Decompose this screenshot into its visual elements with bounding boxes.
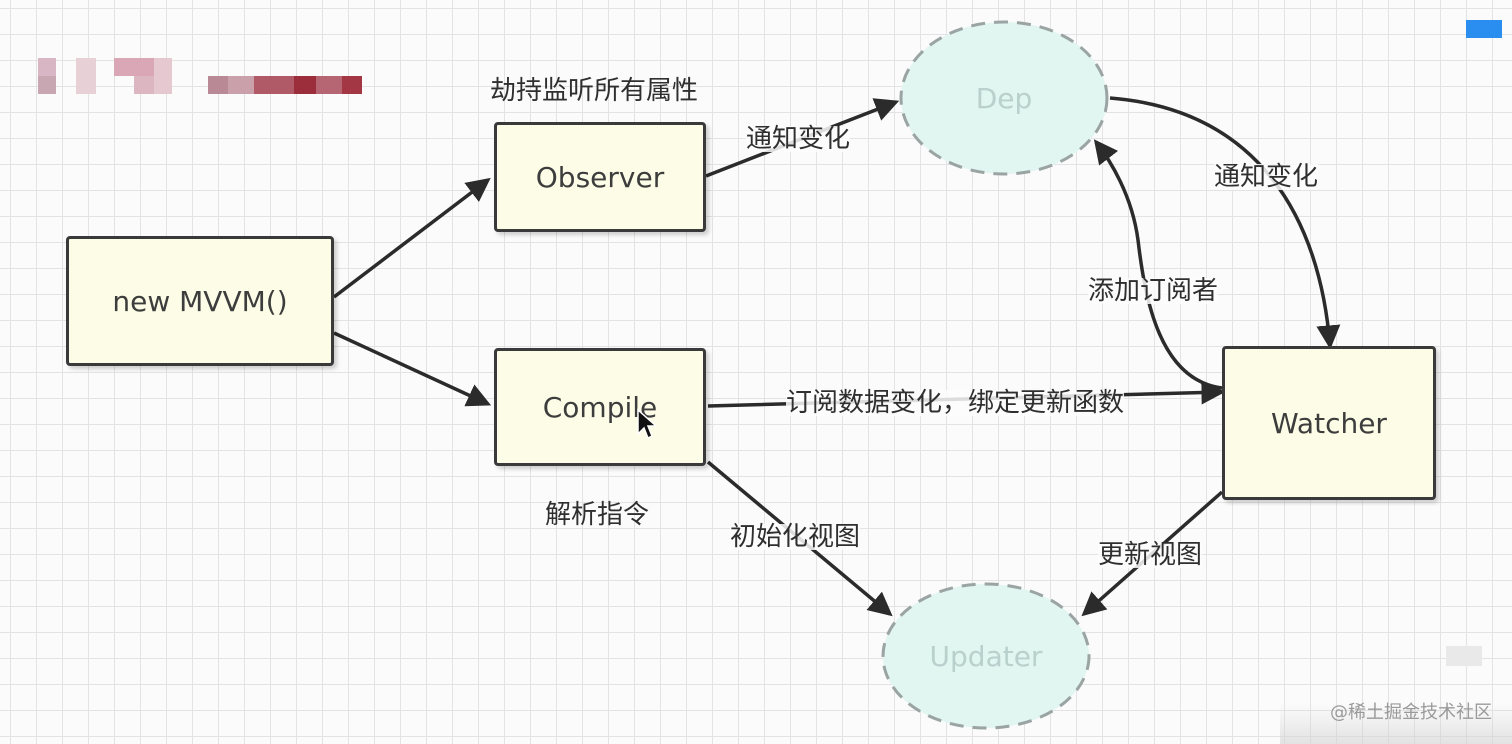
- node-watcher-label: Watcher: [1271, 406, 1387, 440]
- node-observer-label: Observer: [535, 160, 665, 194]
- mouse-cursor-icon: [637, 408, 658, 440]
- pixelated-corner-block: [1446, 646, 1482, 666]
- node-new-mvvm-label: new MVVM(): [112, 284, 288, 318]
- node-new-mvvm: new MVVM(): [66, 236, 334, 366]
- dep-ellipse-shape: [899, 20, 1109, 176]
- node-compile: Compile: [494, 348, 706, 466]
- edge-mvvm-observer: [332, 177, 491, 299]
- compile-caption: 解析指令: [545, 500, 650, 530]
- node-dep: Dep: [901, 22, 1107, 174]
- node-dep-label: Dep: [975, 81, 1033, 115]
- watermark-text: @稀土掘金技术社区: [1330, 702, 1492, 723]
- pixelated-header-bar: [208, 76, 362, 94]
- node-watcher: Watcher: [1222, 346, 1436, 500]
- updater-ellipse-shape: [881, 582, 1091, 730]
- edge-label-watcher-updater: 更新视图: [1098, 540, 1203, 570]
- bottom-fade: [1280, 704, 1512, 744]
- scroll-tab-indicator: [1466, 20, 1502, 38]
- node-updater: Updater: [883, 584, 1089, 728]
- edge-watcher-dep: [1093, 139, 1223, 390]
- edge-dep-watcher: [1109, 96, 1341, 350]
- edge-label-compile-updater: 初始化视图: [730, 522, 861, 552]
- edge-label-observer-dep: 通知变化: [746, 124, 851, 154]
- pixelated-header-block: [38, 58, 173, 96]
- edge-label-compile-watcher: 订阅数据变化，绑定更新函数: [786, 388, 1125, 418]
- edge-label-dep-watcher: 通知变化: [1214, 162, 1319, 192]
- edge-mvvm-compile: [333, 331, 492, 407]
- node-updater-label: Updater: [929, 639, 1043, 673]
- observer-caption: 劫持监听所有属性: [490, 76, 699, 106]
- node-observer: Observer: [494, 122, 706, 232]
- edge-label-watcher-dep: 添加订阅者: [1088, 276, 1219, 306]
